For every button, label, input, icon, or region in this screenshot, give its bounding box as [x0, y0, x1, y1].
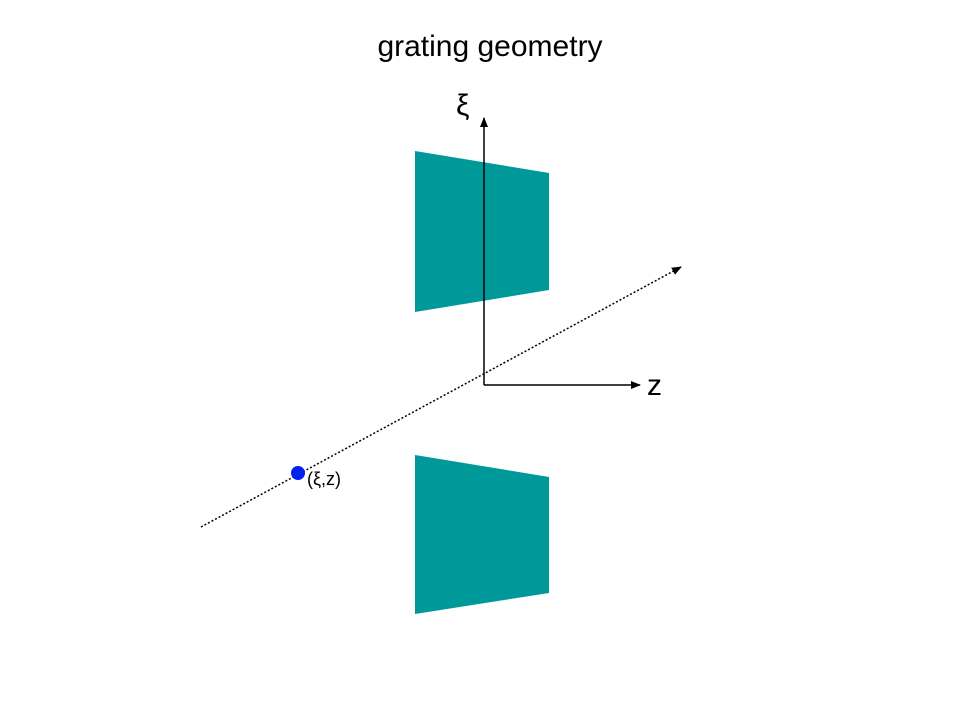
lower-grating-panel	[415, 455, 549, 614]
upper-grating-panel	[415, 151, 549, 312]
point-label: (ξ,z)	[307, 469, 341, 489]
vertical-axis-label: ξ	[456, 89, 469, 122]
dotted-ray	[200, 266, 682, 528]
horizontal-axis-label: z	[647, 369, 662, 402]
source-point-marker	[291, 466, 305, 480]
diagram-title: grating geometry	[377, 30, 603, 63]
